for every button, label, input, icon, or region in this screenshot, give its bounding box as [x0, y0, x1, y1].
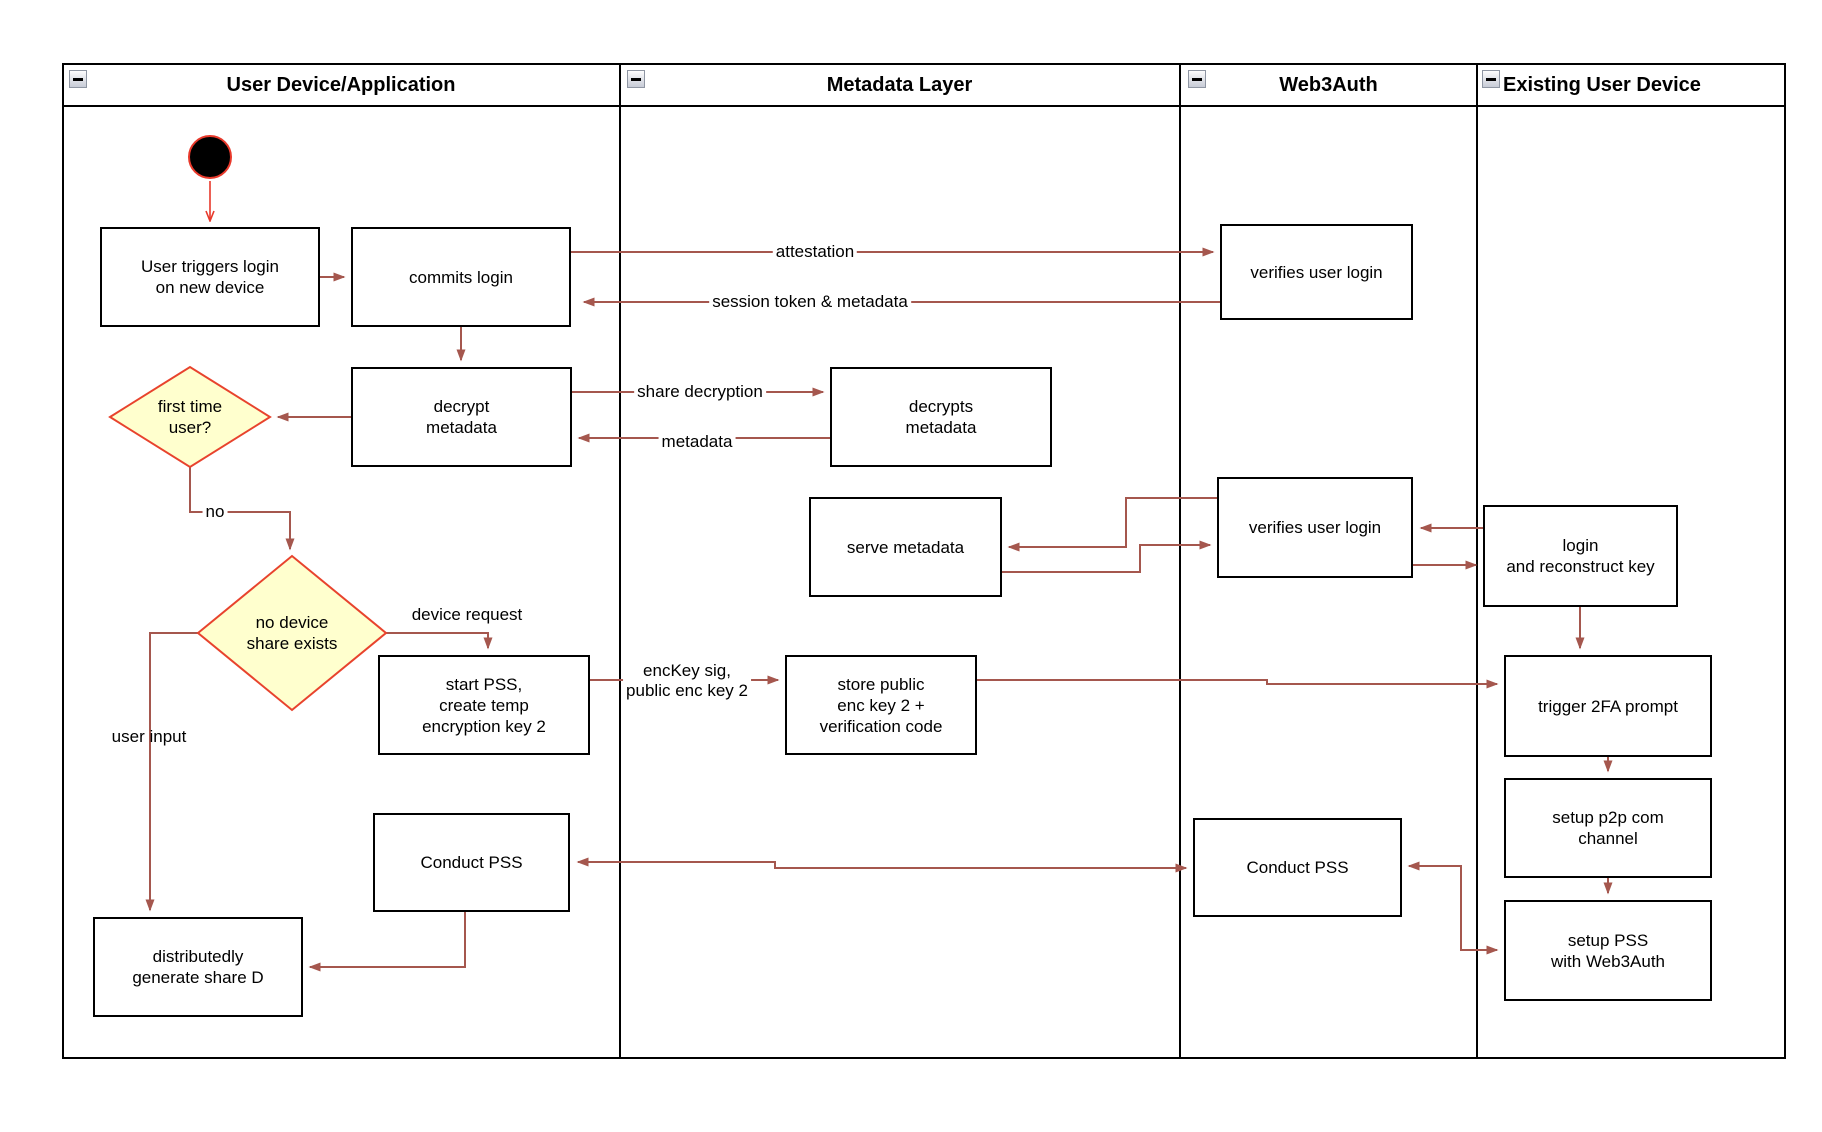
- edge-store-to-2fa: [977, 679, 1499, 689]
- edge-label-share-decryption: share decryption: [634, 382, 766, 402]
- edge-label-metadata: metadata: [658, 432, 736, 452]
- edge-label-device-request: device request: [408, 605, 526, 625]
- edge-conductpss-bidirectional: [576, 857, 1188, 873]
- node-trigger-2fa-prompt[interactable]: trigger 2FA prompt: [1504, 655, 1712, 757]
- node-setup-p2p-channel[interactable]: setup p2p com channel: [1504, 778, 1712, 878]
- node-conduct-pss-user[interactable]: Conduct PSS: [373, 813, 570, 912]
- lane-header-existing-user-device[interactable]: Existing User Device: [1478, 63, 1786, 107]
- node-store-public-enc-key[interactable]: store public enc key 2 + verification co…: [785, 655, 977, 755]
- edge-label-user-input: user input: [111, 727, 187, 746]
- lane-header-metadata-layer[interactable]: Metadata Layer: [620, 63, 1179, 107]
- collapse-minus-icon[interactable]: [627, 70, 645, 88]
- lane-title: Web3Auth: [1279, 73, 1378, 96]
- lane-divider-1: [619, 63, 621, 1059]
- decision-first-time-user-label: first time user?: [157, 397, 223, 437]
- edge-device-request: [386, 632, 493, 650]
- decision-first-time-user-shape[interactable]: [108, 365, 272, 469]
- node-distributedly-generate-share[interactable]: distributedly generate share D: [93, 917, 303, 1017]
- minus-glyph: [1192, 77, 1202, 81]
- node-serve-metadata[interactable]: serve metadata: [809, 497, 1002, 597]
- lane-header-web3auth[interactable]: Web3Auth: [1181, 63, 1476, 107]
- edge-user-input: [145, 632, 198, 912]
- edge-label-enckey-sig: encKey sig, public enc key 2: [623, 661, 751, 701]
- edge-label-attestation: attestation: [772, 242, 858, 262]
- collapse-minus-icon[interactable]: [69, 70, 87, 88]
- decision-no-device-share-shape[interactable]: [196, 554, 388, 712]
- node-decrypts-metadata[interactable]: decrypts metadata: [830, 367, 1052, 467]
- edge-label-no: no: [202, 502, 228, 522]
- node-conduct-pss-web3auth[interactable]: Conduct PSS: [1193, 818, 1402, 917]
- edge-verifies2-to-serve: [1007, 497, 1217, 552]
- lane-title: Existing User Device: [1503, 73, 1701, 96]
- edge-label-session-token: session token & metadata: [709, 292, 911, 312]
- lane-divider-2: [1179, 63, 1181, 1059]
- node-user-triggers-login[interactable]: User triggers login on new device: [100, 227, 320, 327]
- minus-glyph: [1486, 77, 1496, 81]
- collapse-minus-icon[interactable]: [1188, 70, 1206, 88]
- node-start-pss[interactable]: start PSS, create temp encryption key 2: [378, 655, 590, 755]
- edge-setuppss-conductpss-bidirectional: [1407, 861, 1499, 955]
- node-verifies-user-login-1[interactable]: verifies user login: [1220, 224, 1413, 320]
- edge-no-branch: [189, 467, 295, 551]
- lane-title: Metadata Layer: [826, 73, 973, 96]
- minus-glyph: [631, 77, 641, 81]
- decision-no-device-share-label: no device share exists: [246, 613, 338, 653]
- node-decrypt-metadata[interactable]: decrypt metadata: [351, 367, 572, 467]
- node-verifies-user-login-2[interactable]: verifies user login: [1217, 477, 1413, 578]
- header-divider-line: [62, 105, 1786, 107]
- node-commits-login[interactable]: commits login: [351, 227, 571, 327]
- lane-title: User Device/Application: [226, 73, 456, 96]
- node-login-and-reconstruct-key[interactable]: login and reconstruct key: [1483, 505, 1678, 607]
- collapse-minus-icon[interactable]: [1482, 70, 1500, 88]
- lane-header-user-device[interactable]: User Device/Application: [62, 63, 620, 107]
- minus-glyph: [73, 77, 83, 81]
- start-node[interactable]: [188, 135, 232, 179]
- edge-serve-to-verifies2: [1002, 540, 1212, 573]
- node-setup-pss-web3auth[interactable]: setup PSS with Web3Auth: [1504, 900, 1712, 1001]
- edge-conductpss-to-distgen: [308, 912, 466, 972]
